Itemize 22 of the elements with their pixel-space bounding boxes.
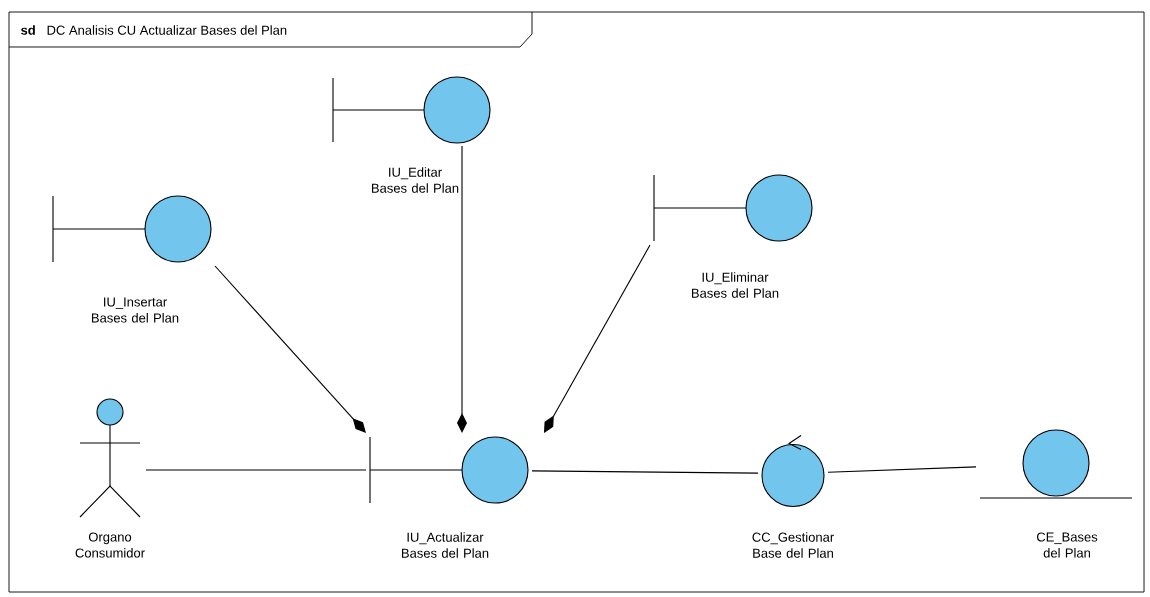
- boundary-object: IU_Eliminar Bases del Plan: [653, 174, 813, 298]
- frame-title: DC Analisis CU Actualizar Bases del Plan: [47, 25, 287, 35]
- node-label: IU_Eliminar Bases del Plan: [691, 272, 779, 298]
- association-line: [145, 469, 367, 471]
- node-label: IU_Editar Bases del Plan: [371, 167, 459, 193]
- boundary-object: IU_Editar Bases del Plan: [332, 76, 491, 193]
- node-label: IU_Actualizar Bases del Plan: [401, 532, 489, 558]
- node-label: CC_Gestionar Base del Plan: [752, 532, 834, 558]
- entity-object: CE_Bases del Plan: [979, 429, 1133, 558]
- composition-line: [214, 265, 366, 433]
- control-object: CC_Gestionar Base del Plan: [752, 434, 834, 558]
- boundary-object: IU_Actualizar Bases del Plan: [369, 436, 529, 558]
- frame-keyword: sd: [21, 25, 35, 35]
- node-label: CE_Bases del Plan: [1036, 532, 1098, 558]
- association-line: [531, 470, 759, 474]
- node-label: IU_Insertar Bases del Plan: [91, 297, 179, 323]
- association-line: [827, 466, 977, 473]
- node-label: Organo Consumidor: [75, 532, 145, 558]
- composition-line: [544, 244, 651, 433]
- composition-line: [457, 145, 467, 433]
- actor-figure: Organo Consumidor: [75, 398, 145, 558]
- boundary-object: IU_Insertar Bases del Plan: [52, 195, 212, 323]
